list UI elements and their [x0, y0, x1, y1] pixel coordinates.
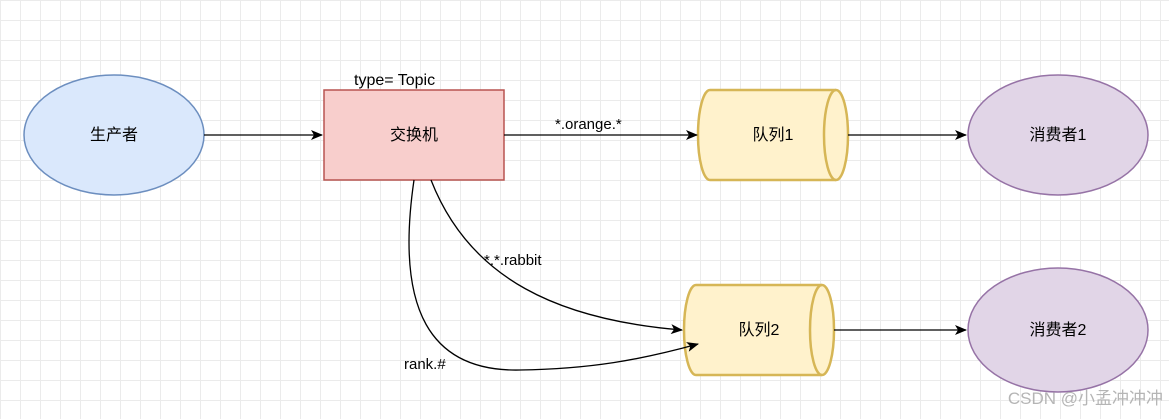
edge-exchange-queue2-rank: [408, 179, 699, 371]
exchange-label: 交换机: [390, 126, 438, 144]
consumer2-node: [967, 267, 1149, 393]
queue2-rim: [808, 283, 823, 377]
consumer1-label: 消费者1: [1030, 126, 1087, 144]
edge-label-rank: rank.#: [404, 356, 446, 373]
queue1-rim: [822, 88, 837, 182]
edge-label-rabbit: *.*.rabbit: [484, 252, 542, 269]
csdn-watermark: CSDN @小孟冲冲冲: [1008, 389, 1163, 408]
queue1-label: 队列1: [753, 126, 794, 144]
consumer2-label: 消费者2: [1030, 321, 1087, 339]
edge-exchange-queue2-rabbit: [430, 179, 683, 335]
producer-label: 生产者: [90, 126, 138, 144]
consumer1-node: [967, 74, 1149, 196]
exchange-node: [323, 89, 505, 181]
exchange-type-label: type= Topic: [354, 72, 435, 89]
queue2-label: 队列2: [739, 321, 780, 339]
edge-label-orange: *.orange.*: [555, 116, 622, 133]
